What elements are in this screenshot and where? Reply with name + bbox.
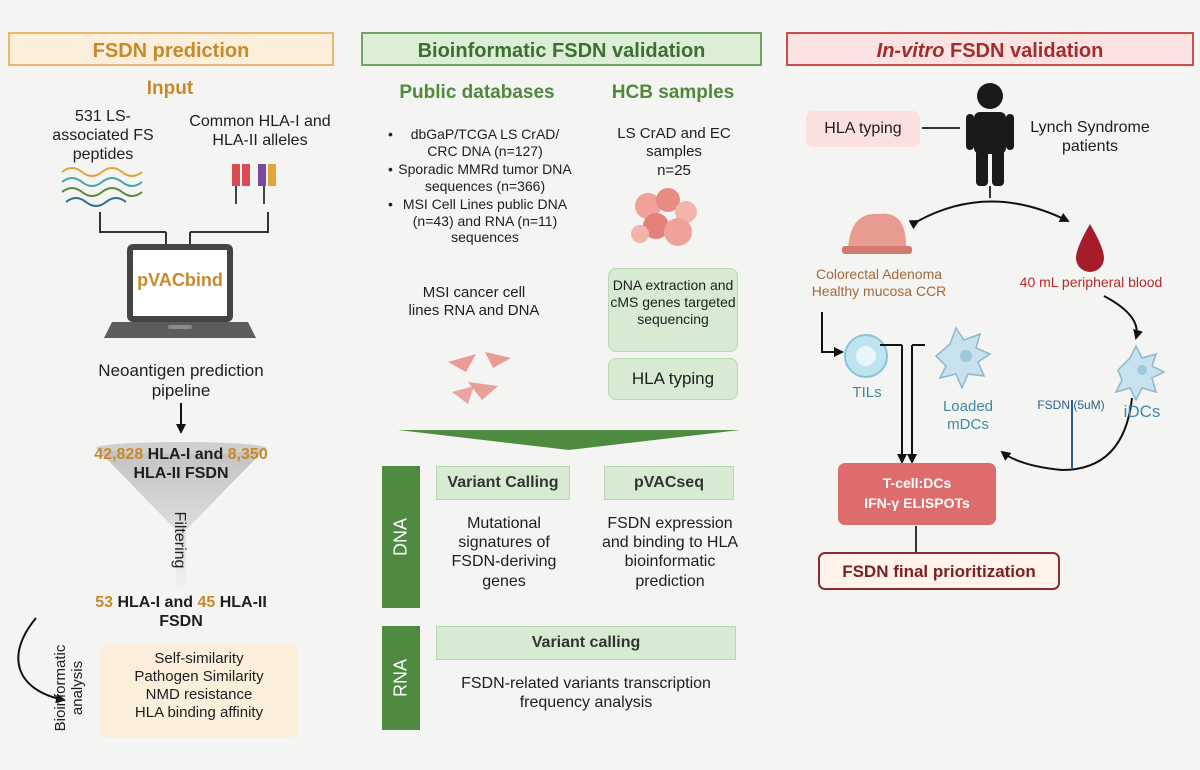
filtering-label: Filtering	[171, 511, 188, 569]
laptop-icon	[104, 244, 256, 338]
input-label: Input	[146, 78, 194, 99]
analysis-item: Self-similarity	[154, 650, 244, 667]
analysis-item: NMD resistance	[145, 686, 253, 703]
bioinformatic-validation-header: Bioinformatic FSDN validation	[361, 32, 762, 66]
hla2-filtered-count: 45	[197, 594, 216, 611]
merge-arrow	[398, 430, 740, 450]
bioinformatic-analysis-label: Bioinformatic analysis	[51, 644, 86, 732]
peptide-waves	[61, 167, 143, 207]
idc-cell-icon	[1114, 344, 1166, 402]
hla1-text: HLA-I and	[147, 446, 224, 463]
elispot-line-2: IFN-γ ELISPOTs	[864, 495, 970, 511]
dna-bar: DNA	[382, 466, 420, 608]
hcb-samples-label: LS CrAD and EC samples	[617, 125, 731, 160]
hla2-filtered-text: HLA-II	[219, 594, 267, 611]
input-connector	[99, 212, 269, 250]
hla1-filtered-text: HLA-I and	[117, 594, 193, 611]
funnel-icon	[96, 442, 266, 588]
rna-bar: RNA	[382, 626, 420, 730]
hcb-n-label: n=25	[657, 162, 691, 179]
database-item: MSI Cell Lines public DNA (n=43) and RNA…	[388, 196, 574, 246]
alleles-label: Common HLA-I and HLA-II alleles	[189, 113, 331, 150]
lynch-syndrome-label: Lynch Syndrome patients	[1030, 119, 1150, 156]
mdc-cell-icon	[934, 326, 992, 390]
patient-hla-typing-box: HLA typing	[806, 111, 920, 147]
database-list: dbGaP/TCGA LS CrAD/ CRC DNA (n=127) Spor…	[388, 126, 574, 248]
fsdn-count-initial: 42,828 HLA-I and 8,350 HLA-II FSDN	[60, 445, 302, 483]
dna-extraction-box: DNA extraction and cMS genes targeted se…	[608, 268, 738, 352]
tissue-label: Colorectal Adenoma Healthy mucosa CCR	[811, 266, 947, 299]
loaded-mdcs-label: Loaded mDCs	[942, 398, 994, 433]
adenoma-icon	[842, 213, 912, 254]
fsdn-count-filtered: 53 HLA-I and 45 HLA-II FSDN	[60, 593, 302, 631]
idcs-label: iDCs	[1123, 402, 1161, 421]
rna-analysis-text: FSDN-related variants transcription freq…	[461, 675, 711, 712]
hla-receptor-icons	[232, 164, 276, 204]
idc-to-elispot-arrow	[1000, 397, 1133, 472]
tils-cell-icon	[844, 334, 888, 378]
hcb-hla-typing-box: HLA typing	[608, 358, 738, 400]
fsdn-concentration-label: FSDN (5uM)	[1037, 398, 1105, 412]
elispot-box: T-cell:DCs IFN-γ ELISPOTs	[838, 463, 996, 525]
fsdn-filtered-text: FSDN	[159, 613, 203, 631]
mutational-signatures-text: Mutational signatures of FSDN-deriving g…	[451, 515, 557, 590]
database-item: dbGaP/TCGA LS CrAD/ CRC DNA (n=127)	[388, 126, 574, 159]
bioinfo-curve-arrow	[17, 617, 66, 704]
tils-label: TILs	[852, 384, 882, 401]
invitro-rest: FSDN validation	[944, 40, 1104, 62]
msi-cell-lines-label: MSI cancer cell lines RNA and DNA	[408, 284, 540, 319]
tissue-to-tils-arrow	[821, 312, 844, 357]
public-databases-title: Public databases	[399, 82, 555, 103]
fsdn-expression-text: FSDN expression and binding to HLA bioin…	[601, 515, 739, 590]
tissue-sample-icon	[631, 188, 697, 246]
fsdn-prediction-header: FSDN prediction	[8, 32, 334, 66]
invitro-validation-header: In-vitro FSDN validation	[786, 32, 1194, 66]
pvacseq-box: pVACseq	[604, 466, 734, 500]
analysis-box: Self-similarity Pathogen Similarity NMD …	[100, 644, 298, 738]
hla1-count: 42,828	[94, 446, 144, 463]
hcb-samples-title: HCB samples	[611, 82, 735, 103]
patient-icon	[966, 83, 1014, 186]
split-arc	[908, 200, 1070, 230]
blood-drop-icon	[1076, 224, 1104, 272]
blood-to-idcs-arrow	[1103, 295, 1143, 340]
peptides-label: 531 LS-associated FS peptides	[52, 108, 154, 164]
pipeline-label: Neoantigen prediction pipeline	[98, 361, 264, 401]
analysis-item: Pathogen Similarity	[134, 668, 264, 685]
elispot-line-1: T-cell:DCs	[882, 475, 952, 491]
inhibition-bracket	[880, 344, 903, 456]
msi-cell-icons	[448, 352, 511, 404]
variant-calling-dna-box: Variant Calling	[436, 466, 570, 500]
final-prioritization-box: FSDN final prioritization	[818, 552, 1060, 590]
hla1-filtered-count: 53	[95, 594, 113, 611]
analysis-item: HLA binding affinity	[134, 704, 264, 721]
pvacbind-label: pVACbind	[137, 270, 223, 290]
hla2-count: 8,350	[227, 446, 268, 463]
hla2-text: HLA-II FSDN	[133, 465, 229, 483]
invitro-italic: In-vitro	[876, 40, 945, 62]
variant-calling-rna-box: Variant calling	[436, 626, 736, 660]
database-item: Sporadic MMRd tumor DNA sequences (n=366…	[388, 161, 574, 194]
blood-label: 40 mL peripheral blood	[1019, 274, 1163, 290]
